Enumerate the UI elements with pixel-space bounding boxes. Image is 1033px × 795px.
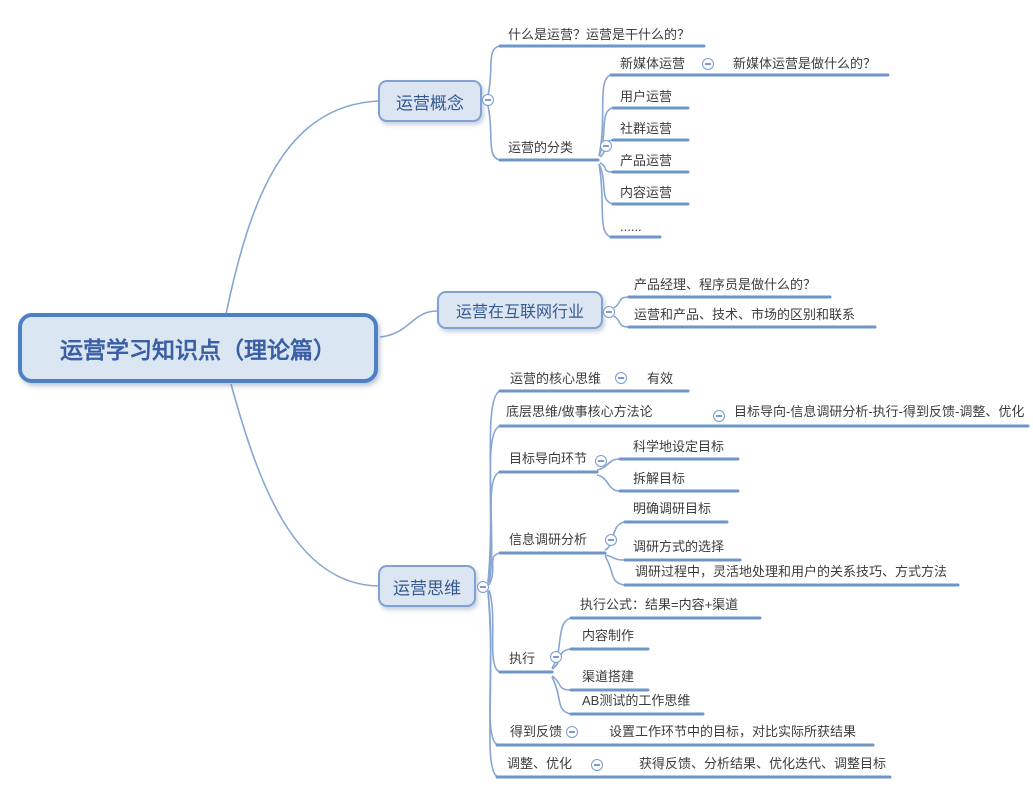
minus-icon	[598, 460, 604, 462]
topic-goal-orientation[interactable]: 目标导向环节	[509, 451, 588, 466]
branch-node-industry[interactable]: 运营在互联网行业	[437, 291, 603, 329]
topic-channel-building[interactable]: 渠道搭建	[582, 669, 635, 684]
topic-execute[interactable]: 执行	[509, 651, 536, 666]
collapse-button-methodology[interactable]	[713, 410, 725, 422]
minus-icon	[618, 377, 624, 379]
minus-icon	[705, 63, 711, 65]
topic-research-process-skills[interactable]: 调研过程中，灵活地处理和用户的关系技巧、方式方法	[635, 564, 948, 579]
topic-ops-vs-product-tech-market[interactable]: 运营和产品、技术、市场的区别和联系	[634, 307, 856, 322]
topic-pm-dev-roles[interactable]: 产品经理、程序员是做什么的？	[634, 277, 817, 292]
topic-more-ellipsis[interactable]: ......	[620, 219, 642, 234]
collapse-button-adjust[interactable]	[591, 759, 603, 771]
topic-methodology-chain[interactable]: 目标导向-信息调研分析-执行-得到反馈-调整、优化	[734, 404, 1025, 419]
topic-clarify-research-goal[interactable]: 明确调研目标	[633, 501, 712, 516]
minus-icon	[608, 539, 614, 541]
root-topic[interactable]: 运营学习知识点（理论篇）	[18, 313, 378, 383]
topic-adjust-optimize-desc[interactable]: 获得反馈、分析结果、优化迭代、调整目标	[639, 756, 887, 771]
collapse-button-execute[interactable]	[550, 651, 562, 663]
branch-node-thinking[interactable]: 运营思维	[378, 565, 476, 607]
minus-icon	[716, 415, 722, 417]
topic-content-ops[interactable]: 内容运营	[620, 185, 673, 200]
collapse-button-thinking[interactable]	[477, 581, 489, 593]
topic-core-thinking[interactable]: 运营的核心思维	[510, 371, 602, 386]
topic-ab-testing[interactable]: AB测试的工作思维	[582, 693, 691, 708]
topic-adjust-optimize[interactable]: 调整、优化	[507, 756, 573, 771]
minus-icon	[569, 731, 575, 733]
topic-execute-formula[interactable]: 执行公式：结果=内容+渠道	[580, 597, 739, 612]
collapse-button-goal[interactable]	[595, 455, 607, 467]
topic-operation-categories[interactable]: 运营的分类	[508, 140, 574, 155]
minus-icon	[485, 99, 491, 101]
minus-icon	[480, 586, 486, 588]
collapse-button-new-media[interactable]	[702, 58, 714, 70]
collapse-button-feedback[interactable]	[566, 726, 578, 738]
minus-icon	[606, 311, 612, 313]
topic-set-goal-scientifically[interactable]: 科学地设定目标	[633, 439, 725, 454]
collapse-button-industry[interactable]	[603, 306, 615, 318]
topic-get-feedback-desc[interactable]: 设置工作环节中的目标，对比实际所获结果	[609, 724, 857, 739]
topic-new-media-ops-desc[interactable]: 新媒体运营是做什么的？	[733, 56, 877, 71]
topic-user-ops[interactable]: 用户运营	[620, 89, 673, 104]
collapse-button-core-thinking[interactable]	[615, 372, 627, 384]
topic-product-ops[interactable]: 产品运营	[620, 153, 673, 168]
topic-split-goal[interactable]: 拆解目标	[633, 471, 686, 486]
topic-new-media-ops[interactable]: 新媒体运营	[620, 56, 686, 71]
topic-research-method-choice[interactable]: 调研方式的选择	[633, 539, 725, 554]
topic-info-research[interactable]: 信息调研分析	[509, 532, 588, 547]
topic-core-thinking-value[interactable]: 有效	[647, 371, 674, 386]
topic-get-feedback[interactable]: 得到反馈	[510, 724, 563, 739]
topic-community-ops[interactable]: 社群运营	[620, 121, 673, 136]
topic-what-is-operations[interactable]: 什么是运营？运营是干什么的？	[508, 27, 691, 42]
collapse-button-categories[interactable]	[600, 140, 612, 152]
minus-icon	[594, 764, 600, 766]
topic-methodology[interactable]: 底层思维/做事核心方法论	[506, 404, 653, 419]
collapse-button-research[interactable]	[605, 534, 617, 546]
branch-node-concept[interactable]: 运营概念	[378, 80, 482, 122]
minus-icon	[553, 656, 559, 658]
topic-content-production[interactable]: 内容制作	[582, 628, 635, 643]
collapse-button-concept[interactable]	[482, 94, 494, 106]
minus-icon	[603, 145, 609, 147]
